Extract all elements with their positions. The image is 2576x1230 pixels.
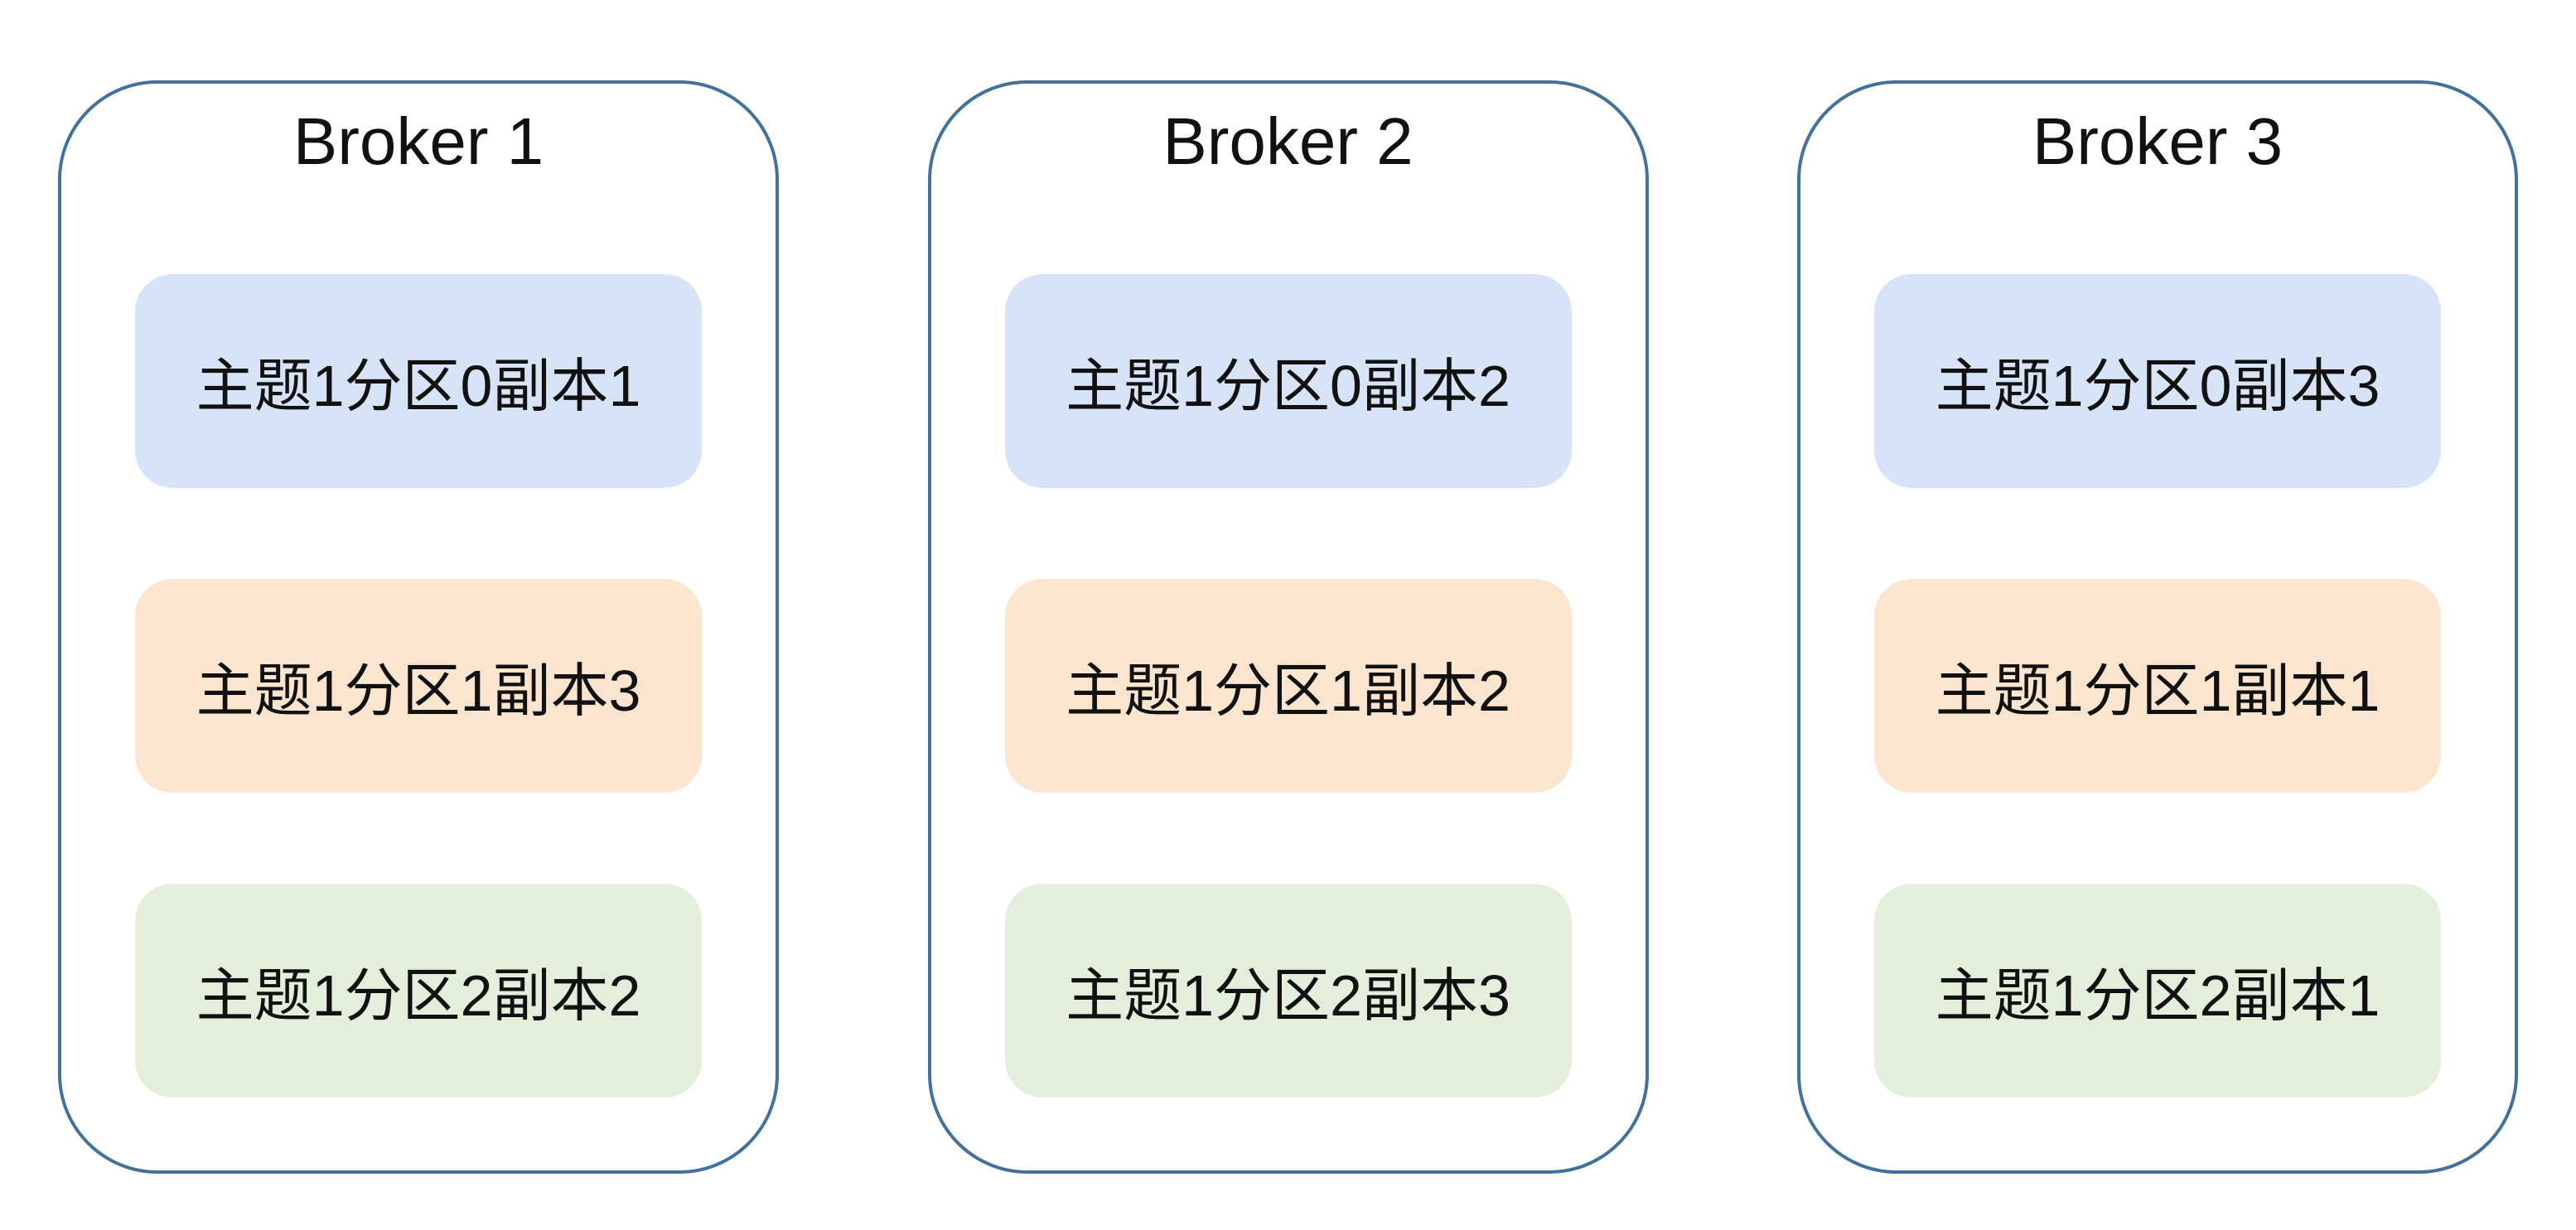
broker-1-title: Broker 1 xyxy=(292,104,544,178)
broker-2-replica-partition1: 主题1分区1副本2 xyxy=(1004,579,1572,793)
broker-1-replica-partition0: 主题1分区0副本1 xyxy=(135,274,702,488)
broker-2-container: Broker 2 主题1分区0副本2 主题1分区1副本2 主题1分区2副本3 xyxy=(927,80,1649,1174)
broker-2-title: Broker 2 xyxy=(1162,104,1414,178)
broker-3-replica-partition0: 主题1分区0副本3 xyxy=(1874,274,2441,488)
broker-3-container: Broker 3 主题1分区0副本3 主题1分区1副本1 主题1分区2副本1 xyxy=(1797,80,2518,1174)
broker-1-replica-partition1: 主题1分区1副本3 xyxy=(135,579,702,793)
broker-2-replica-partition2: 主题1分区2副本3 xyxy=(1004,884,1572,1097)
broker-3-title: Broker 3 xyxy=(2032,104,2284,178)
broker-1-container: Broker 1 主题1分区0副本1 主题1分区1副本3 主题1分区2副本2 xyxy=(58,80,779,1174)
broker-2-replica-partition0: 主题1分区0副本2 xyxy=(1004,274,1572,488)
broker-3-replica-partition1: 主题1分区1副本1 xyxy=(1874,579,2441,793)
broker-3-replica-partition2: 主题1分区2副本1 xyxy=(1874,884,2441,1097)
broker-1-replica-partition2: 主题1分区2副本2 xyxy=(135,884,702,1097)
